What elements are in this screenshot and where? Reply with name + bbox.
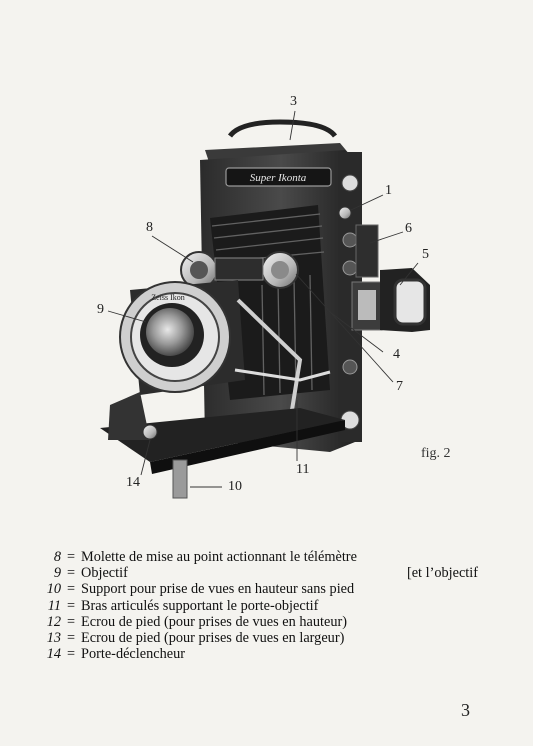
legend-number: 14 — [46, 646, 61, 663]
page-number: 3 — [461, 700, 470, 720]
legend-text: Ecrou de pied (pour prises de vues en la… — [81, 629, 345, 646]
brand-label: Super Ikonta — [250, 172, 307, 184]
callout-14: 14 — [126, 475, 140, 490]
legend-text: Molette de mise au point actionnant le t… — [81, 549, 357, 565]
legend-number: 10 — [46, 581, 61, 598]
legend-equals: = — [66, 613, 76, 630]
camera-figure: Super Ikonta — [97, 94, 451, 499]
legend-text: Support pour prise de vues en hauteur sa… — [81, 581, 355, 598]
legend-item: 8 = Molette de mise au point actionnant le… — [38, 549, 478, 565]
callout-11: 11 — [296, 462, 310, 477]
legend-equals: = — [66, 646, 76, 663]
legend-item: 14 = Porte-déclencheur — [38, 646, 478, 662]
callout-3: 3 — [290, 94, 297, 109]
callout-9: 9 — [97, 302, 104, 317]
legend-equals: = — [66, 629, 76, 646]
legend-number: 12 — [46, 613, 61, 630]
legend-text: Ecrou de pied (pour prises de vues en ha… — [81, 613, 347, 630]
legend-equals: = — [66, 549, 76, 565]
legend-text: Bras articulés supportant le porte-objec… — [81, 597, 319, 614]
legend-number: 9 — [53, 565, 61, 582]
legend-equals: = — [66, 581, 76, 598]
legend-list: 8 = Molette de mise au point actionnant le… — [38, 549, 478, 662]
legend-item: 13 = Ecrou de pied (pour prises de vues en… — [38, 630, 478, 646]
legend-text: Porte-déclencheur — [81, 646, 185, 663]
lens-label: Zeiss Ikon — [151, 293, 185, 302]
legend-equals: = — [66, 565, 76, 582]
legend-item: 12 = Ecrou de pied (pour prises de vues en… — [38, 614, 478, 630]
legend-item: 9 = Objectif [et l’objectif — [38, 565, 478, 581]
legend-item: 10 = Support pour prise de vues en hauteur… — [38, 581, 478, 597]
legend-tail: [et l’objectif — [406, 565, 478, 582]
callout-1: 1 — [385, 183, 392, 198]
legend-number: 13 — [46, 629, 61, 646]
legend-text: Objectif — [81, 565, 128, 582]
callout-5: 5 — [422, 247, 429, 262]
legend-number: 11 — [47, 597, 61, 614]
legend-number: 8 — [53, 549, 61, 565]
legend-item: 11 = Bras articulés supportant le porte-ob… — [38, 598, 478, 614]
legend-equals: = — [66, 597, 76, 614]
callout-6: 6 — [405, 221, 412, 236]
figure-caption: fig. 2 — [421, 446, 451, 461]
camera-illustration: Super Ikonta — [100, 110, 430, 499]
callout-10: 10 — [228, 479, 242, 494]
callout-7: 7 — [396, 379, 403, 394]
callout-8: 8 — [146, 220, 153, 235]
callout-4: 4 — [393, 347, 400, 362]
